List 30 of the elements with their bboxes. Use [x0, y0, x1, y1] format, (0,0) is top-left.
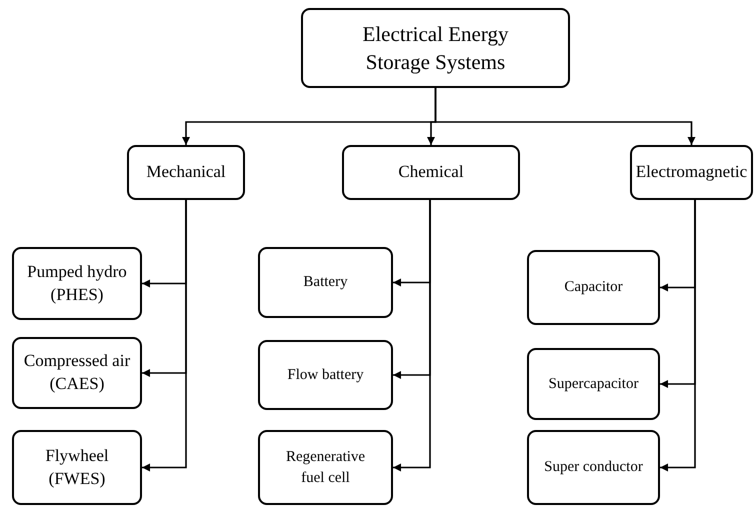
category-box [527, 250, 660, 325]
node-label: Pumped hydro (PHES) [26, 260, 128, 306]
category-box [12, 430, 142, 505]
category-box [527, 348, 660, 420]
node-label: Electromagnetic [636, 161, 748, 184]
node-label: Supercapacitor [548, 374, 638, 394]
node-label: Compressed air (CAES) [22, 350, 132, 395]
category-box [342, 145, 520, 200]
arrow [393, 200, 431, 472]
node-label: Capacitor [564, 278, 623, 298]
arrow [142, 200, 187, 472]
category-box [258, 340, 393, 410]
category-box [301, 8, 570, 88]
node-label: Mechanical [146, 161, 226, 184]
node-label: Flow battery [287, 366, 364, 385]
category-box [527, 430, 660, 505]
node-label: Battery [303, 273, 348, 292]
node-label: Regenerative fuel cell [284, 448, 366, 488]
arrow [660, 200, 696, 472]
category-box [12, 337, 142, 409]
node-label: Super conductor [544, 458, 643, 478]
node-label: Flywheel (FWES) [44, 444, 110, 490]
category-box [258, 430, 393, 505]
node-label: Electrical Energy Storage Systems [362, 20, 510, 76]
category-box [630, 145, 753, 200]
category-box [12, 247, 142, 320]
arrow [434, 88, 696, 145]
category-box [258, 247, 393, 318]
node-label: Chemical [398, 161, 464, 184]
category-box [127, 145, 245, 200]
